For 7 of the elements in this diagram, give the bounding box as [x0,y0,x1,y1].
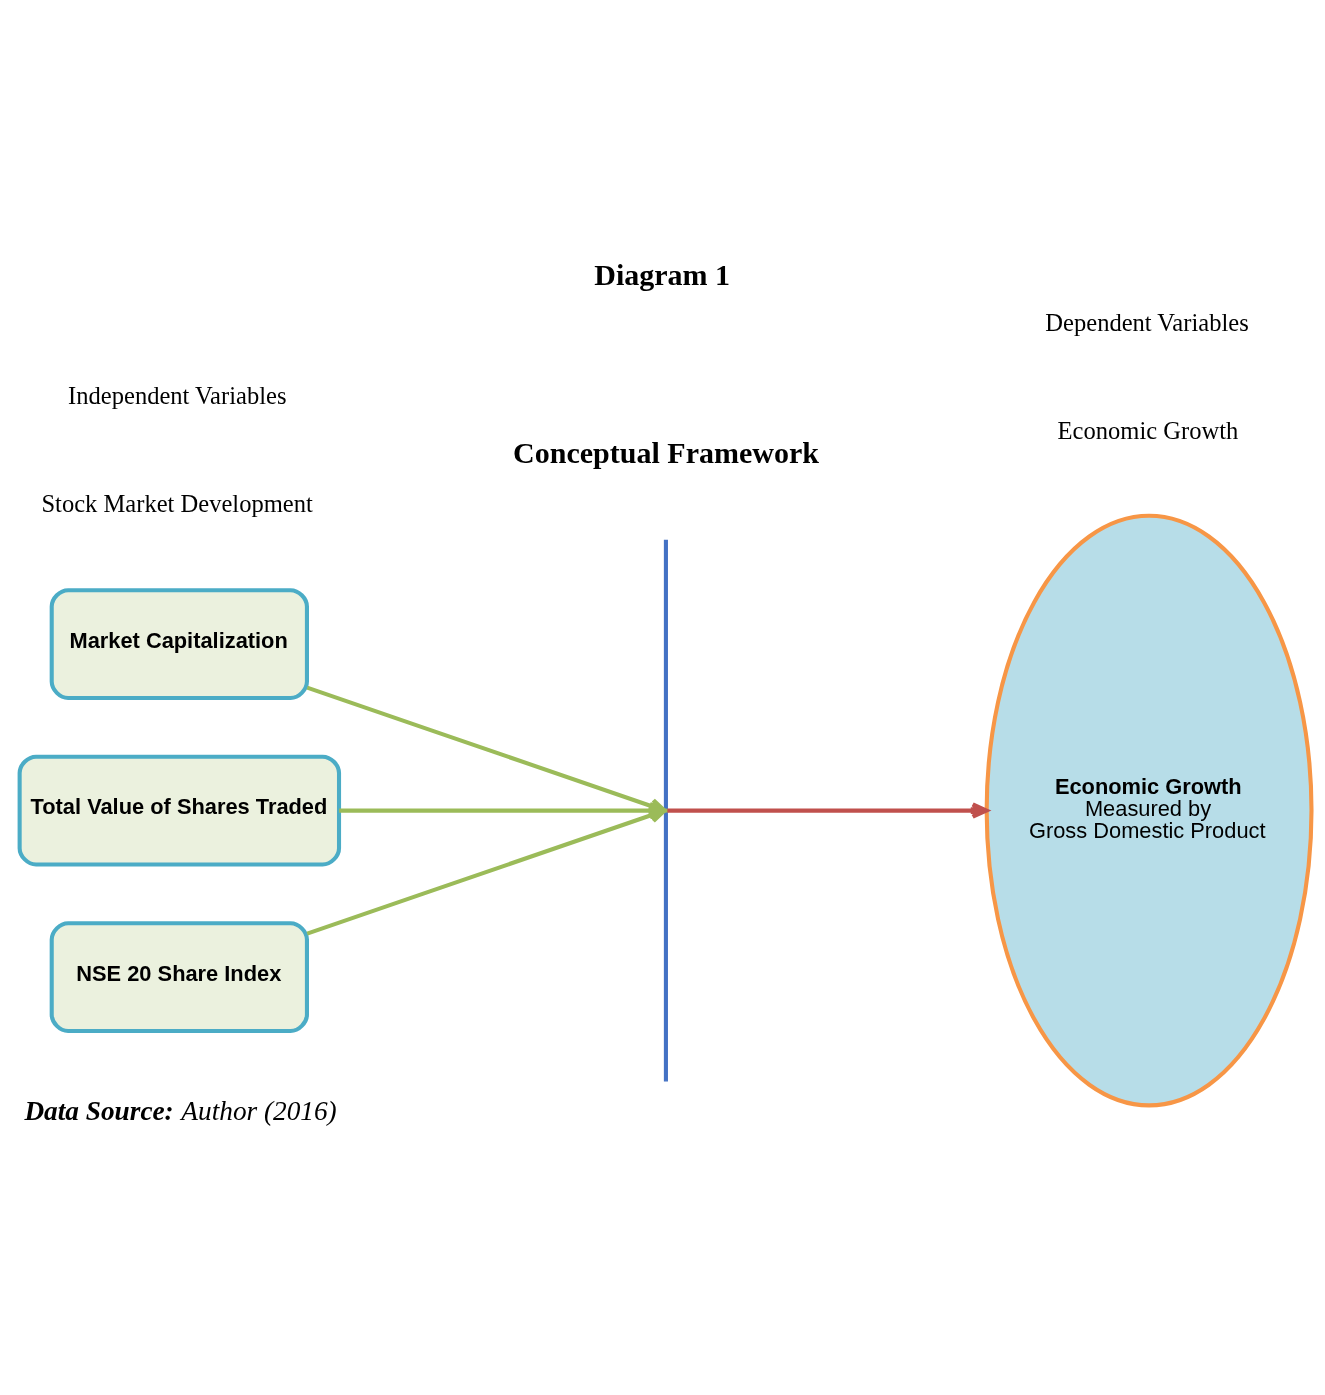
label: Conceptual Framework [513,435,819,469]
diagram-title: Diagram 1 [594,257,731,291]
label: Independent Variables [68,381,287,409]
caption: Data Source: Author (2016) [24,1095,337,1126]
label: Stock Market Development [41,489,313,517]
label: Economic Growth [1057,416,1239,444]
label: Dependent Variables [1045,308,1249,336]
